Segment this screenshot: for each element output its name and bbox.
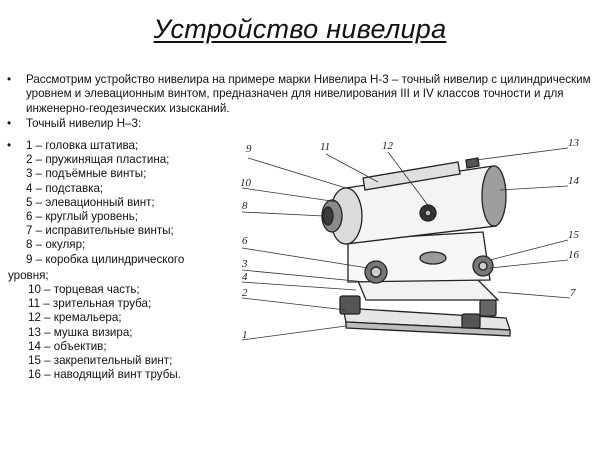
bullet-marker: • [7,139,12,152]
intro-paragraph: Рассмотрим устройство нивелира на пример… [26,73,591,115]
diagram-label: 7 [570,287,576,299]
bullet-marker: • [7,117,12,130]
list-item: 6 – круглый уровень; [26,210,138,224]
list-item: 10 – торцевая часть; [28,283,140,296]
level-instrument-diagram: 9 11 12 13 10 8 14 6 15 3 16 4 2 7 1 [240,137,580,341]
diagram-label: 14 [568,175,580,187]
diagram-label: 16 [568,249,580,261]
list-item: 3 – подъёмные винты; [26,167,147,181]
diagram-label: 11 [320,141,330,153]
diagram-label: 9 [246,143,252,155]
diagram-labels: 9 11 12 13 10 8 14 6 15 3 16 4 2 7 1 [240,137,580,341]
list-item-wrap: уровня; [8,269,49,282]
diagram-label: 10 [240,177,252,189]
page-title: Устройство нивелира [153,14,447,44]
diagram-label: 3 [241,258,248,270]
list-item: 15 – закрепительный винт; [28,354,173,368]
instrument-drawing [321,157,511,337]
list-item: 5 – элевационный винт; [26,195,155,209]
subtitle: Точный нивелир Н–3: [26,117,142,130]
list-item: 7 – исправительные винты; [26,224,174,238]
list-item: 11 – зрительная труба; [28,297,152,311]
diagram-label: 15 [568,229,580,241]
list-item: 16 – наводящий винт трубы. [28,368,181,382]
list-item: 12 – кремальера; [28,311,122,325]
diagram-label: 4 [242,271,248,283]
list-item: 13 – мушка визира; [28,325,133,339]
list-item: 4 – подставка; [26,181,104,195]
list-item: 1 – головка штатива; [26,139,139,152]
diagram-label: 12 [382,140,394,152]
list-item: 2 – пружинящая пластина; [26,153,170,167]
diagram-label: 2 [242,287,248,299]
diagram-label: 8 [242,200,248,212]
diagram-label: 13 [568,137,580,149]
bullet-marker: • [7,73,12,86]
list-item: 9 – коробка цилиндрического [26,252,185,266]
list-item: 14 – объектив; [28,339,107,353]
parts-list-a: 1 – головка штатива; 2 – пружинящая плас… [26,139,184,267]
leader-lines [241,147,571,341]
parts-list-b: 10 – торцевая часть; 11 – зрительная тру… [28,283,181,382]
list-item: 8 – окуляр; [26,238,86,252]
diagram-label: 1 [242,329,248,341]
diagram-label: 6 [242,235,248,247]
